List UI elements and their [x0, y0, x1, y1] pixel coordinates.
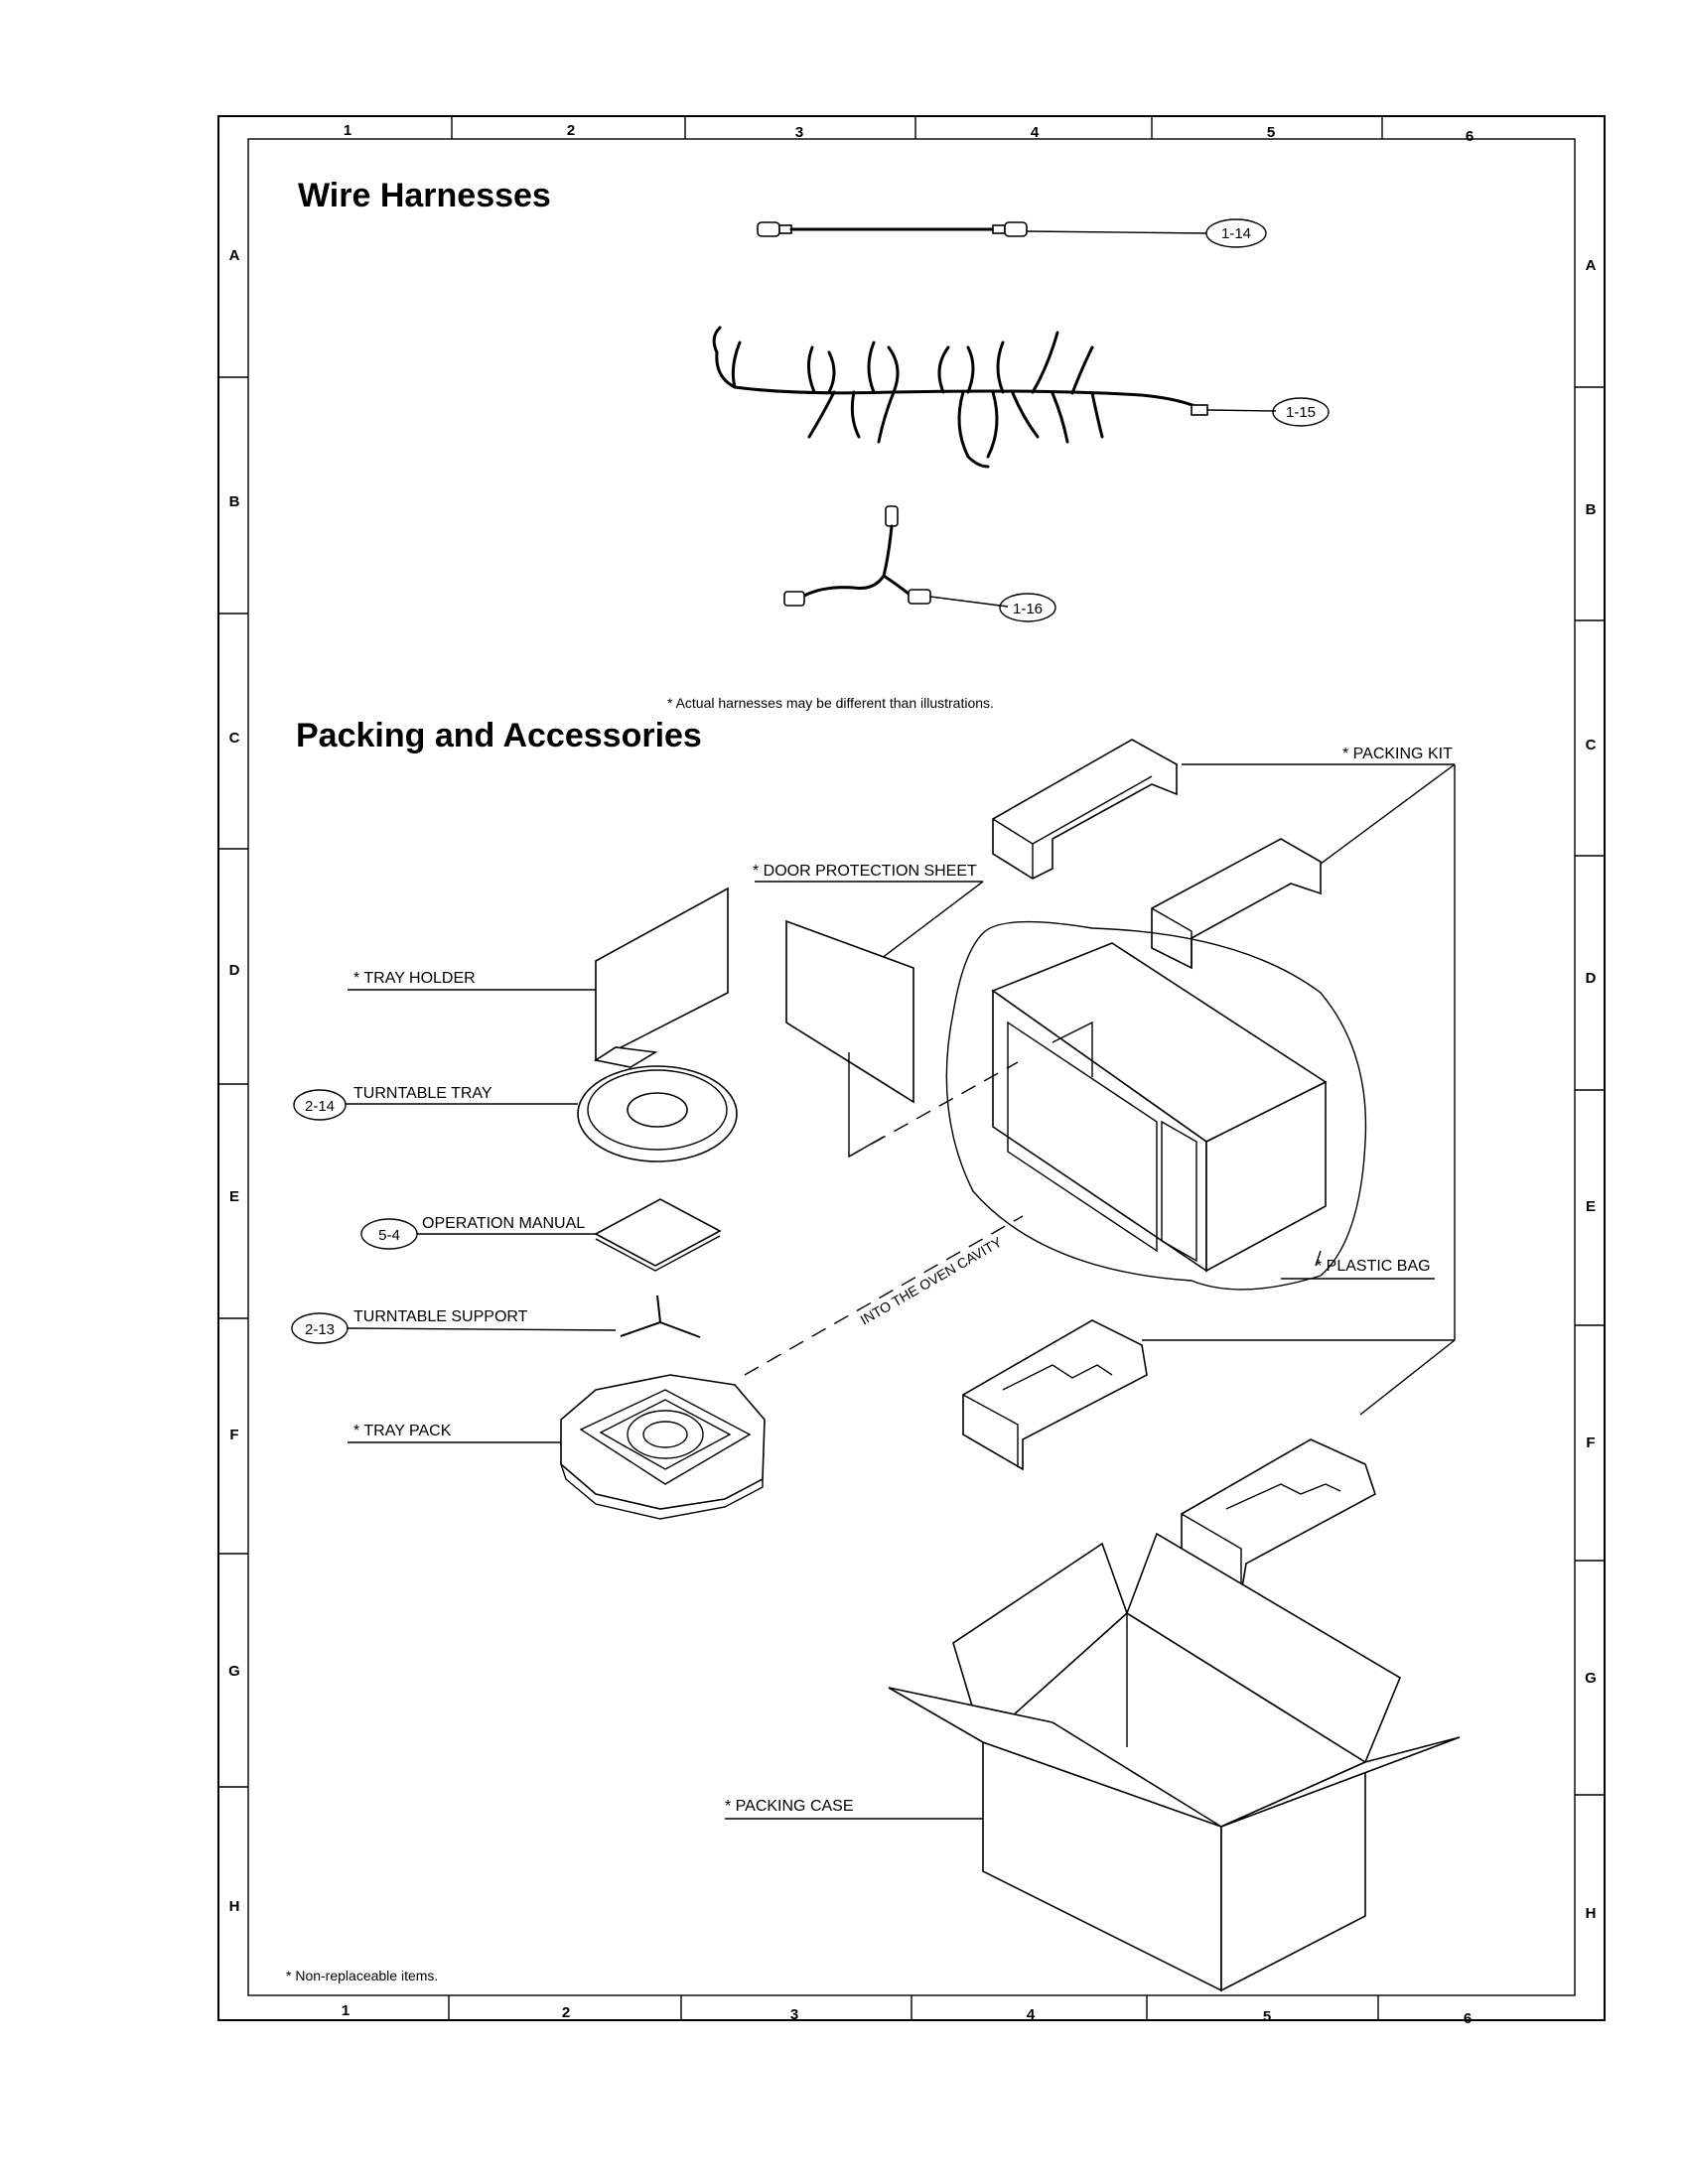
ref-turntable-support: 2-13 — [305, 1321, 335, 1338]
label-packing-case: * PACKING CASE — [725, 1798, 854, 1815]
packing-accessories-title: Packing and Accessories — [296, 717, 702, 754]
col-label-bottom-5: 5 — [1263, 2008, 1271, 2025]
row-label-left-E: E — [229, 1188, 239, 1205]
row-label-right-G: G — [1585, 1670, 1597, 1687]
row-label-left-G: G — [228, 1663, 240, 1680]
label-operation-manual: OPERATION MANUAL — [422, 1215, 585, 1232]
ref-1-14: 1-14 — [1221, 225, 1251, 242]
col-label-bottom-6: 6 — [1464, 2010, 1472, 2027]
packing-kit-bottom-1 — [962, 1319, 1148, 1471]
wire-harnesses-title: Wire Harnesses — [298, 177, 551, 214]
label-turntable-tray: TURNTABLE TRAY — [353, 1085, 492, 1102]
row-label-right-B: B — [1586, 501, 1597, 518]
row-label-left-A: A — [229, 247, 240, 264]
label-plastic-bag: * PLASTIC BAG — [1316, 1258, 1431, 1275]
harness-1-14: 1-14 — [757, 218, 1267, 248]
ref-1-16: 1-16 — [1013, 601, 1043, 617]
oven-with-plastic-bag — [945, 920, 1367, 1291]
operation-manual: 5-4 OPERATION MANUAL — [360, 1198, 722, 1272]
packing-case: * PACKING CASE — [725, 1532, 1461, 1992]
frame — [217, 115, 1606, 2021]
harness-1-16: 1-16 — [783, 505, 1056, 622]
col-label-bottom-4: 4 — [1027, 2006, 1036, 2023]
harness-1-15: 1-15 — [712, 326, 1330, 469]
tray-pack: * TRAY PACK — [348, 1374, 766, 1520]
row-label-right-A: A — [1586, 257, 1597, 274]
ref-operation-manual: 5-4 — [378, 1227, 400, 1244]
col-label-bottom-1: 1 — [342, 2002, 350, 2019]
door-protection-sheet: * DOOR PROTECTION SHEET — [753, 863, 984, 1159]
plastic-bag-callout: * PLASTIC BAG — [1281, 1258, 1435, 1280]
row-label-right-D: D — [1586, 970, 1597, 987]
harness-note: * Actual harnesses may be different than… — [667, 695, 994, 711]
grid-labels: 1 2 3 4 5 6 1 2 3 4 5 6 A B C D E F G H … — [228, 122, 1597, 2027]
ref-turntable-tray: 2-14 — [305, 1098, 335, 1115]
row-label-right-H: H — [1586, 1905, 1597, 1922]
packing-kit-top-1 — [992, 739, 1178, 880]
row-label-left-F: F — [229, 1427, 238, 1443]
col-label-top-5: 5 — [1267, 124, 1275, 141]
col-label-top-3: 3 — [795, 124, 803, 141]
label-tray-pack: * TRAY PACK — [353, 1423, 452, 1439]
row-label-left-D: D — [229, 962, 240, 979]
col-label-top-6: 6 — [1466, 128, 1474, 145]
label-into-oven-cavity: INTO THE OVEN CAVITY — [858, 1234, 1006, 1328]
tray-holder: * TRAY HOLDER — [348, 887, 729, 1068]
row-label-right-C: C — [1586, 737, 1597, 753]
row-label-left-C: C — [229, 730, 240, 747]
label-tray-holder: * TRAY HOLDER — [353, 970, 476, 987]
col-label-bottom-2: 2 — [562, 2004, 570, 2021]
col-label-bottom-3: 3 — [790, 2006, 798, 2023]
label-packing-kit: * PACKING KIT — [1342, 746, 1453, 762]
row-label-left-B: B — [229, 493, 240, 510]
into-oven-cavity-guide: INTO THE OVEN CAVITY — [744, 1061, 1024, 1376]
turntable-tray: 2-14 TURNTABLE TRAY — [293, 1065, 738, 1162]
row-label-right-E: E — [1586, 1198, 1596, 1215]
label-door-protection-sheet: * DOOR PROTECTION SHEET — [753, 863, 977, 880]
label-turntable-support: TURNTABLE SUPPORT — [353, 1308, 528, 1325]
turntable-support: 2-13 TURNTABLE SUPPORT — [291, 1295, 701, 1344]
packing-kit-callout: * PACKING KIT — [1142, 746, 1456, 1416]
col-label-top-2: 2 — [567, 122, 575, 139]
col-label-top-4: 4 — [1031, 124, 1040, 141]
packing-kit-top-2 — [1151, 838, 1322, 970]
ref-1-15: 1-15 — [1286, 404, 1316, 421]
row-label-right-F: F — [1586, 1434, 1595, 1451]
row-label-left-H: H — [229, 1898, 240, 1915]
footnote: * Non-replaceable items. — [286, 1968, 438, 1983]
col-label-top-1: 1 — [344, 122, 351, 139]
